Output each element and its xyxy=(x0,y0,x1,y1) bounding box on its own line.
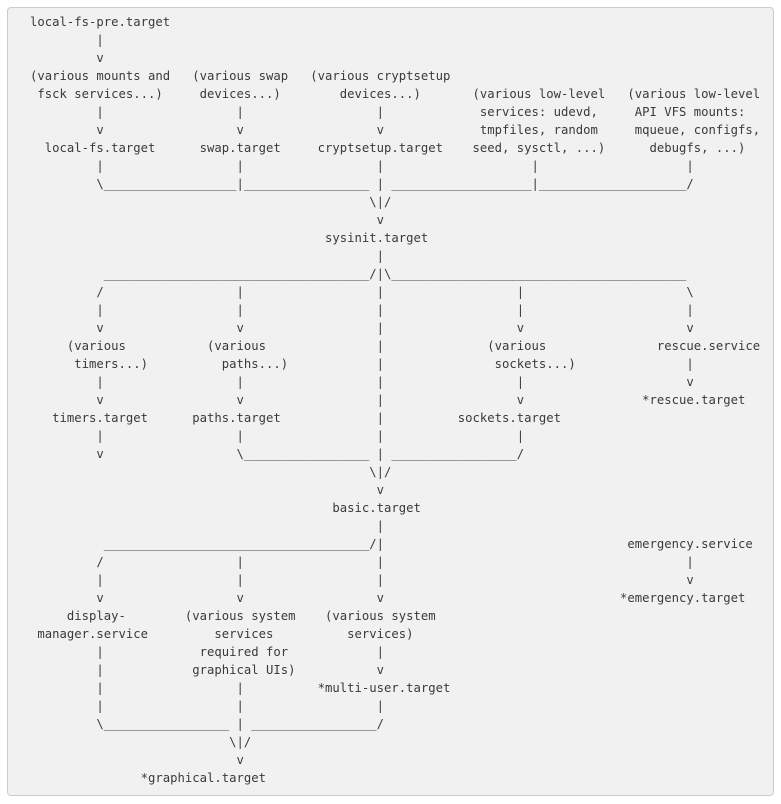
bootup-ascii-diagram: local-fs-pre.target | v (various mounts … xyxy=(30,15,761,785)
code-block: local-fs-pre.target | v (various mounts … xyxy=(7,7,774,796)
